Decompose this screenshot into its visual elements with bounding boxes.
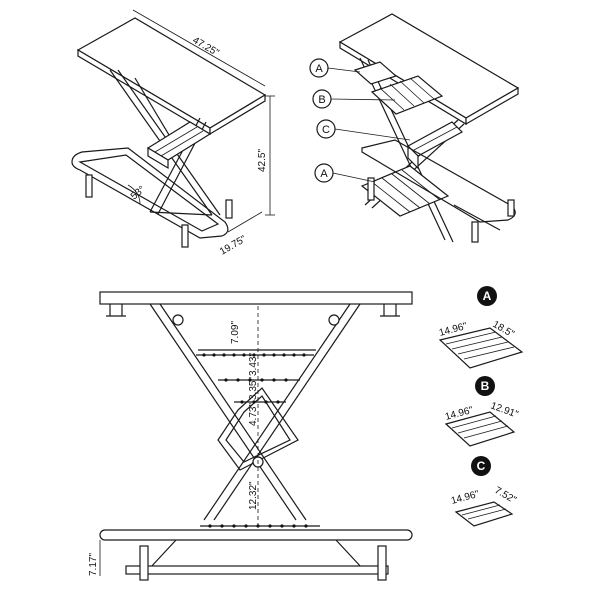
shelf-detail-b: B 14.96" 12.91" (444, 376, 520, 447)
callout-label: A (320, 168, 328, 180)
rail (379, 87, 405, 111)
shelf-grid (444, 411, 516, 447)
shelf-grid (454, 501, 514, 527)
center-diamond-inner (225, 395, 291, 463)
base-rail (99, 529, 413, 541)
shelf-grid (438, 327, 524, 369)
rail (389, 83, 415, 107)
rail (381, 177, 421, 209)
rail (413, 126, 458, 151)
rail (409, 77, 435, 100)
lower-strut (149, 539, 177, 569)
foot (181, 224, 189, 248)
leg-a (359, 57, 446, 241)
leg-c (134, 77, 176, 146)
base-frame-inner (78, 154, 220, 232)
angle-arc (127, 184, 141, 205)
bolt (328, 314, 340, 326)
isometric-view-left: 47.25" 42.5" 19.75" 53° (71, 9, 275, 258)
base-bar (149, 211, 213, 216)
base-frame (71, 147, 229, 239)
shelf-b (370, 75, 444, 115)
lower-strut (335, 539, 363, 569)
width-dim-line (132, 9, 266, 87)
shelf-detail-c: C 14.96" 7.52" (450, 456, 518, 527)
leg-left-diag (149, 303, 297, 521)
callout-b: B (312, 89, 396, 109)
dim-7-09: 7.09" (230, 321, 241, 344)
leg-right-diag (213, 303, 361, 521)
dim-label: 14.96" (450, 489, 481, 507)
foot (471, 221, 479, 243)
depth-dim-line (227, 211, 263, 233)
rail (467, 508, 507, 520)
shelf-c-front (407, 144, 419, 170)
depth-dim: 19.75" (218, 234, 249, 258)
tabletop (99, 291, 413, 305)
floor-bar (125, 565, 389, 575)
rail (463, 346, 515, 360)
leg-left-diag-edge (159, 303, 307, 521)
rail (391, 173, 431, 205)
dim-7-17: 7.17" (88, 553, 99, 576)
callout-label: B (318, 94, 325, 106)
foot (367, 177, 375, 201)
dim-4-73: 4.73" (248, 403, 259, 426)
front-view: 7.09" 3.43" 3.35" 4.73" 12.32" 7.17" (88, 291, 413, 581)
foot (225, 199, 233, 219)
rail (445, 331, 497, 345)
rail (457, 341, 509, 355)
callout-a-top: A (309, 58, 361, 78)
rail (457, 420, 503, 434)
foot-left (139, 545, 149, 581)
shelf-detail-a: A 14.96" 18.5" (438, 286, 524, 369)
badge-label: C (477, 459, 486, 473)
callout-label: A (315, 63, 323, 75)
badge-a (477, 286, 497, 306)
bracket-left (106, 304, 126, 317)
rail (371, 181, 411, 213)
bolt (172, 314, 184, 326)
foot (85, 174, 93, 198)
rail (463, 425, 509, 439)
callout-a-bottom: A (314, 163, 376, 183)
badge-c (471, 456, 491, 476)
shelf-rail (160, 130, 204, 157)
badge-label: A (483, 289, 492, 303)
callout-c: C (316, 119, 411, 141)
rail (399, 80, 425, 104)
foot (507, 199, 515, 217)
isometric-view-right: A B C A (309, 13, 520, 243)
dim-12-32: 12.32" (248, 481, 259, 510)
rail (451, 336, 503, 350)
shelf-a-lower (360, 165, 450, 217)
bracket-right (380, 304, 400, 317)
base-rail (453, 204, 501, 231)
rivets (202, 353, 308, 528)
dim-3-43: 3.43" (248, 353, 259, 376)
tabletop-side (465, 86, 519, 126)
dim-3-35: 3.35" (248, 377, 259, 400)
foot-right (377, 545, 387, 581)
rail (451, 415, 497, 429)
rail (461, 504, 501, 516)
height-dim: 42.5" (257, 149, 268, 172)
shelf-rail (154, 126, 198, 153)
badge-label: B (481, 379, 490, 393)
badge-b (475, 376, 495, 396)
leg-right-diag-edge (203, 303, 351, 521)
shelf-a-upper (353, 61, 398, 85)
tabletop-side (209, 93, 266, 136)
callout-label: C (322, 124, 330, 136)
